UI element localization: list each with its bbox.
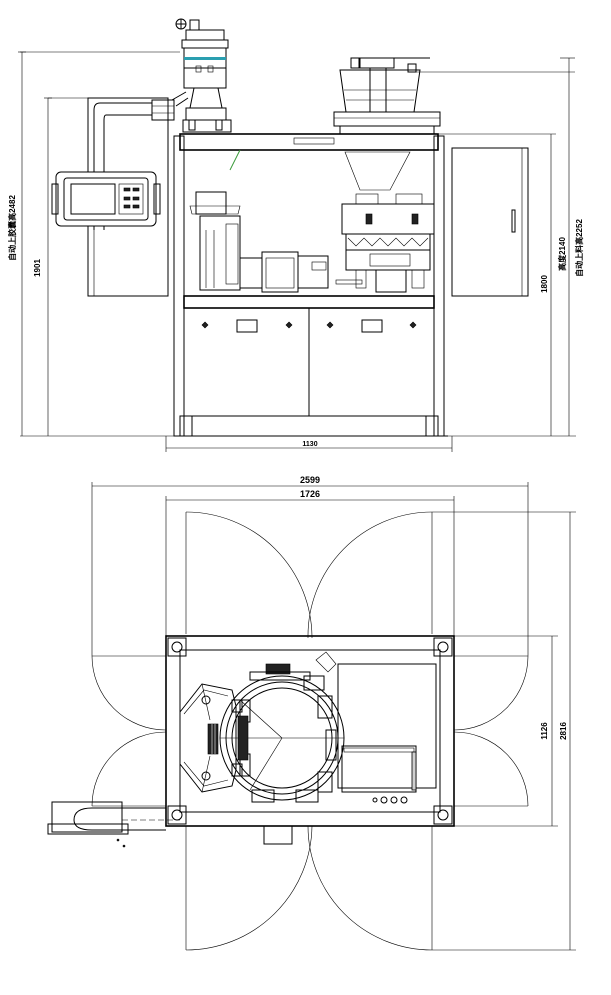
dim-base-depth: 1126 [540,722,549,740]
dim-machine-height: 1800 [540,275,549,293]
door-swings [91,511,529,951]
right-cabinet [451,147,529,297]
front-view [18,18,576,452]
dim-door-span: 1726 [300,489,320,499]
main-frame [173,133,445,437]
top-hose-attachment [47,801,180,848]
top-dimensions [91,482,576,951]
machine-base [176,295,448,437]
hmi-panel [51,171,161,227]
label-height-2140: 高度2140 [557,237,567,271]
front-dimensions [18,51,576,452]
label-auto-feed-height: 自动上料高2252 [574,219,584,277]
dim-overall-width: 2599 [300,475,320,485]
vacuum-hose [93,99,175,230]
top-turret [219,651,345,803]
dim-panel-height: 1901 [33,259,42,277]
dim-width-1130: 1130 [302,441,317,448]
dosing-station [179,683,249,793]
top-right-enclosure [337,663,437,789]
top-right-box [341,745,417,793]
label-auto-vacuum-height: 自动上胶囊高2482 [7,195,17,261]
top-view [47,482,576,951]
dim-overall-depth: 2816 [559,722,568,740]
top-hopper [333,57,441,135]
vacuum-loader [171,18,232,133]
